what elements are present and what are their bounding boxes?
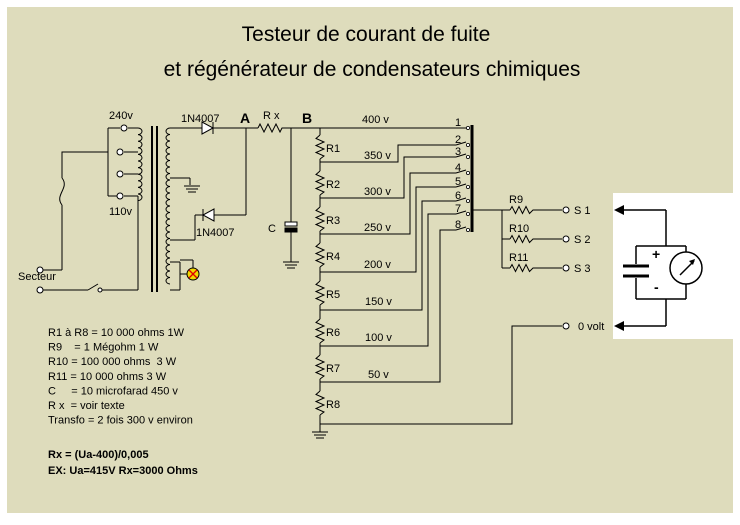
tap-250v: 4 250 v bbox=[320, 162, 470, 235]
label-voltage-200v: 200 v bbox=[364, 259, 391, 271]
zero-volt-line bbox=[320, 322, 570, 425]
switch-position-7: 7 bbox=[455, 203, 461, 215]
resistor-r7: R7 bbox=[314, 354, 340, 391]
label-voltage-150v: 150 v bbox=[365, 296, 392, 308]
label-resistor-r6: R6 bbox=[326, 327, 340, 339]
ground-symbol-transformer bbox=[184, 185, 200, 193]
label-terminal-s2: S 2 bbox=[574, 234, 591, 246]
switch-position-6: 6 bbox=[455, 190, 461, 202]
note-line-3: R10 = 100 000 ohms 3 W bbox=[48, 356, 177, 368]
formula-line-1: Rx = (Ua-400)/0,005 bbox=[48, 449, 149, 461]
resistor-r1: R1 bbox=[314, 134, 340, 171]
resistor-r3: R3 bbox=[314, 206, 340, 243]
inset-minus-sign: - bbox=[654, 279, 659, 295]
rotary-selector-switch: 1 400 v 2 350 v 3 300 v 4 250 v 5 200 v 6 150 v 7 100… bbox=[320, 114, 502, 383]
label-voltage-250v: 250 v bbox=[364, 222, 391, 234]
resistor-r6: R6 bbox=[314, 318, 340, 355]
switch-position-1: 1 bbox=[455, 117, 461, 129]
label-resistor-r7: R7 bbox=[326, 363, 340, 375]
tap-400v: 1 400 v bbox=[320, 114, 470, 131]
label-voltage-100v: 100 v bbox=[365, 332, 392, 344]
label-resistor-r8: R8 bbox=[326, 399, 340, 411]
note-line-4: R11 = 10 000 ohms 3 W bbox=[48, 371, 167, 383]
diode-1n4007-bottom bbox=[194, 128, 247, 240]
switch-position-3: 3 bbox=[455, 146, 461, 158]
output-s3: R11 S 3 bbox=[509, 252, 591, 275]
transformer bbox=[100, 124, 198, 292]
label-voltage-400v: 400 v bbox=[362, 114, 389, 126]
zero-volt-label: 0 volt bbox=[578, 321, 604, 333]
label-voltage-300v: 300 v bbox=[364, 186, 391, 198]
capacitor-c bbox=[283, 128, 299, 269]
diode-1n4007-top bbox=[198, 121, 258, 135]
note-line-6: R x = voir texte bbox=[48, 400, 125, 412]
label-110v: 110v bbox=[109, 206, 133, 218]
inset-cap-under-test: + - bbox=[613, 193, 736, 339]
tap-50v: 8 50 v bbox=[320, 219, 470, 383]
label-terminal-s3: S 3 bbox=[574, 263, 591, 275]
resistor-r2: R2 bbox=[314, 170, 340, 207]
resistor-rx bbox=[257, 122, 320, 134]
tap-100v: 7 100 v bbox=[320, 203, 470, 347]
label-diode-top: 1N4007 bbox=[181, 113, 220, 125]
component-notes: R1 à R8 = 10 000 ohms 1W R9 = 1 Mégohm 1 … bbox=[48, 327, 193, 427]
tap-200v: 5 200 v bbox=[320, 176, 470, 273]
label-resistor-r10: R10 bbox=[509, 223, 529, 235]
note-line-7: Transfo = 2 fois 300 v environ bbox=[48, 415, 193, 427]
tap-350v: 2 350 v bbox=[320, 134, 470, 163]
mains-input bbox=[36, 151, 108, 294]
label-resistor-r4: R4 bbox=[326, 251, 340, 263]
resistor-r4: R4 bbox=[314, 242, 340, 281]
note-line-1: R1 à R8 = 10 000 ohms 1W bbox=[48, 327, 185, 339]
label-terminal-s1: S 1 bbox=[574, 205, 591, 217]
note-line-2: R9 = 1 Mégohm 1 W bbox=[48, 342, 159, 354]
output-s1: R9 S 1 bbox=[509, 194, 591, 217]
label-resistor-r5: R5 bbox=[326, 289, 340, 301]
switch-position-4: 4 bbox=[455, 162, 461, 174]
panel-background bbox=[7, 7, 733, 513]
tap-150v: 6 150 v bbox=[320, 190, 470, 311]
switch-position-8: 8 bbox=[455, 219, 461, 231]
switch-position-5: 5 bbox=[455, 176, 461, 188]
inset-plus-sign: + bbox=[652, 246, 660, 262]
output-branch bbox=[501, 209, 510, 269]
label-node-a: A bbox=[240, 110, 250, 126]
ground-symbol-divider bbox=[312, 418, 328, 439]
switch-position-2: 2 bbox=[455, 134, 461, 146]
label-resistor-r9: R9 bbox=[509, 194, 523, 206]
label-resistor-r11: R11 bbox=[509, 252, 528, 264]
label-secteur: Secteur bbox=[18, 271, 56, 283]
label-voltage-50v: 50 v bbox=[368, 369, 389, 381]
title-line-2: et régénérateur de condensateurs chimiqu… bbox=[164, 58, 581, 81]
label-capacitor: C bbox=[268, 223, 276, 235]
output-s2: R10 S 2 bbox=[509, 223, 591, 246]
label-rx: R x bbox=[263, 110, 280, 122]
label-node-b: B bbox=[302, 110, 312, 126]
label-resistor-r3: R3 bbox=[326, 215, 340, 227]
label-resistor-r2: R2 bbox=[326, 179, 340, 191]
indicator-lamp bbox=[180, 259, 200, 281]
label-240v: 240v bbox=[109, 110, 133, 122]
label-voltage-350v: 350 v bbox=[364, 150, 391, 162]
title-line-1: Testeur de courant de fuite bbox=[242, 23, 491, 46]
tap-300v: 3 300 v bbox=[320, 146, 470, 199]
note-line-5: C = 10 microfarad 450 v bbox=[48, 385, 178, 397]
label-diode-bottom: 1N4007 bbox=[196, 227, 235, 239]
formula-line-2: EX: Ua=415V Rx=3000 Ohms bbox=[48, 465, 198, 477]
label-resistor-r1: R1 bbox=[326, 143, 340, 155]
resistor-r8: R8 bbox=[314, 390, 340, 418]
resistor-r5: R5 bbox=[314, 280, 340, 319]
